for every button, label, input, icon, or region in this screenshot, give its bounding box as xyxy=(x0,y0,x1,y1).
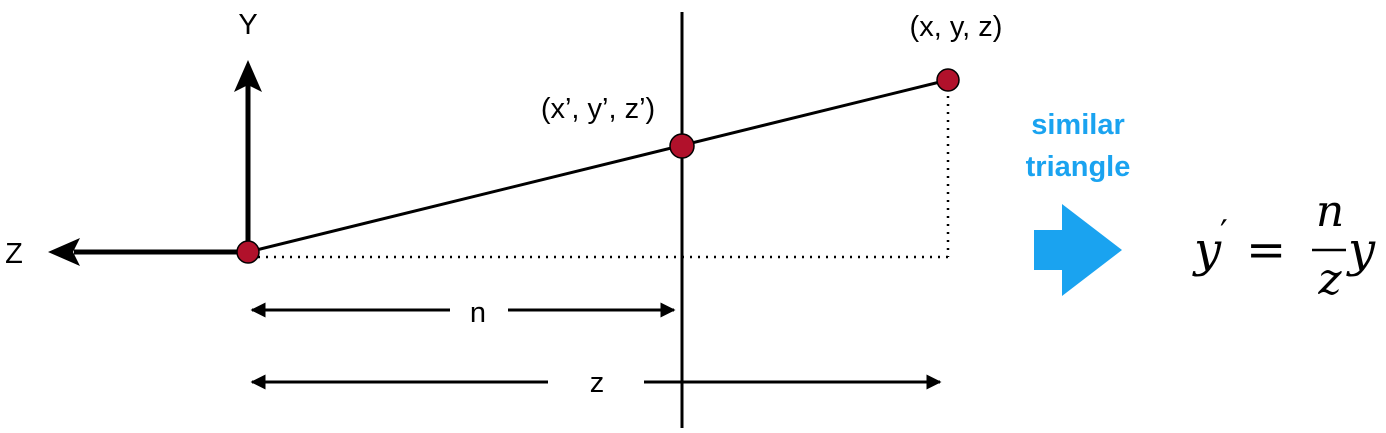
annotation-line-1: similar xyxy=(1031,109,1125,141)
near-point xyxy=(669,133,695,159)
projection-formula: y ′ = n z y xyxy=(1192,186,1376,305)
far-point xyxy=(936,68,960,92)
formula-prime: ′ xyxy=(1220,213,1228,253)
formula-numerator: n xyxy=(1316,186,1344,237)
z-axis-label: Z xyxy=(5,238,23,270)
projection-ray xyxy=(247,78,949,254)
near-point-label: (x’, y’, z’) xyxy=(541,93,655,125)
y-axis-arrowhead xyxy=(234,60,262,92)
right-arrow-icon xyxy=(1034,204,1122,296)
far-point-label: (x, y, z) xyxy=(910,11,1003,43)
formula-equals: = xyxy=(1246,222,1286,278)
z-dimension-label: z xyxy=(590,367,605,399)
y-axis-label: Y xyxy=(238,9,257,41)
formula-lhs: y xyxy=(1192,222,1222,278)
formula-denominator: z xyxy=(1317,254,1342,305)
z-axis-arrowhead xyxy=(48,238,80,266)
formula-rhs: y xyxy=(1346,222,1376,278)
n-dimension-label: n xyxy=(470,297,486,329)
annotation-line-2: triangle xyxy=(1026,151,1131,183)
origin-point xyxy=(236,240,260,264)
